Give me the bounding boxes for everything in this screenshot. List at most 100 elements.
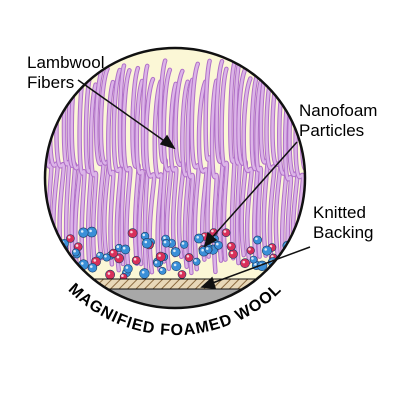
wool-fiber-highlight [107,80,115,266]
nanofoam-particle-blue [261,245,272,256]
wool-fiber-highlight [210,79,218,274]
particle-highlight [121,274,124,278]
nanofoam-particle-red [246,246,255,255]
particle-highlight [205,247,209,250]
particle-highlight [186,254,190,258]
particle-highlight [107,272,111,275]
nanofoam-particle-red [228,249,238,259]
nanofoam-particle-blue [193,233,204,244]
particle-highlight [130,230,133,234]
particle-highlight [242,260,246,264]
particle-highlight [154,261,158,264]
particle-highlight [104,254,107,258]
nanofoam-arrowhead [203,231,218,248]
particle-highlight [116,245,120,248]
nanofoam-particle-blue [139,268,150,279]
particle-highlight [269,272,272,275]
particle-highlight [158,254,161,257]
particle-highlight [89,229,92,233]
particle-highlight [173,263,177,267]
particle-highlight [211,229,214,233]
particle-highlight [47,251,51,254]
particle-highlight [52,243,55,246]
particle-highlight [179,271,183,275]
lambwool-fibers-label: Lambwool Fibers [27,53,105,93]
wool-fiber-highlight [234,60,241,265]
wool-fiber-highlight [89,83,98,266]
lambwool-pointer [77,79,171,146]
nanofoam-particle-blue [170,247,181,257]
particle-highlight [60,246,63,249]
nanofoam-particle-red [105,269,115,280]
nanofoam-particle-red [221,228,231,237]
nanofoam-particle-blue [287,263,296,273]
particle-highlight [248,248,251,251]
particle-highlight [122,246,126,250]
wool-fiber-highlight [197,80,208,261]
wool-fiber-highlight [259,66,269,257]
particle-highlight [75,244,79,247]
particle-highlight [90,265,93,268]
knitted-arrowhead [200,276,217,289]
wool-fiber-highlight [204,59,212,258]
particle-highlight [201,248,204,252]
nanofoam-particle-blue [253,235,262,245]
wool-fiber-highlight [265,68,276,268]
nanofoam-label-line-2: Particles [299,121,365,140]
nanofoam-particle-blue [204,245,213,254]
particle-highlight [228,243,232,247]
nanofoam-particle-red [127,228,138,239]
particle-highlight [93,259,97,262]
nanofoam-particle-blue [266,269,277,280]
wool-fiber-highlight [45,72,53,259]
nanofoam-particle-blue [71,248,80,257]
particle-highlight [173,249,176,253]
wool-fiber-highlight [169,82,178,257]
particle-highlight [196,236,199,239]
nanofoam-particle-blue [123,264,133,274]
particle-highlight [254,262,257,266]
wool-fiber-highlight [255,80,263,258]
nanofoam-particle-red [184,253,194,262]
nanofoam-particle-red [66,234,75,243]
particle-highlight [73,249,76,253]
nanofoam-particle-blue [87,263,98,273]
nanofoam-particle-blue [158,266,167,275]
nanofoam-particle-blue [120,244,131,255]
wool-fiber-highlight [122,69,132,270]
particle-highlight [163,236,166,240]
nanofoam-particle-red [177,270,187,279]
wool-fiber-highlight [99,67,110,258]
particle-highlight [223,230,227,233]
knitted-pointer [206,246,311,286]
wool-fiber-highlight [135,79,144,266]
nanofoam-particle-blue [153,259,162,268]
particle-highlight [194,259,197,262]
lambwool-label-line-1: Lambwool [27,53,105,72]
nanofoam-particle-red [131,255,141,265]
lambwool-label-line-2: Fibers [27,73,75,92]
particle-highlight [255,237,258,241]
nanofoam-particle-blue [141,238,153,249]
nanofoam-particles-label: Nanofoam Particles [299,101,377,141]
wool-fiber-highlight [144,77,156,274]
nanofoam-particle-red [226,241,236,251]
particle-highlight [264,248,268,251]
particle-highlight [251,257,254,260]
wool-fiber-highlight [229,62,236,260]
wool-fiber-highlight [78,69,86,276]
nanofoam-particle-blue [192,257,201,266]
wool-fiber-highlight [186,78,195,275]
particle-highlight [110,250,114,254]
wool-fiber-highlight [242,77,253,264]
nanofoam-pointer [207,141,298,243]
pointer-arrows [77,79,311,289]
lambwool-arrowhead [159,134,176,150]
particle-highlight [181,242,185,245]
nanofoam-particle-red [108,248,118,258]
wool-fiber-highlight [95,67,105,260]
particle-highlight [230,251,234,255]
particle-highlight [216,242,219,246]
nanofoam-particle-red [287,268,297,277]
